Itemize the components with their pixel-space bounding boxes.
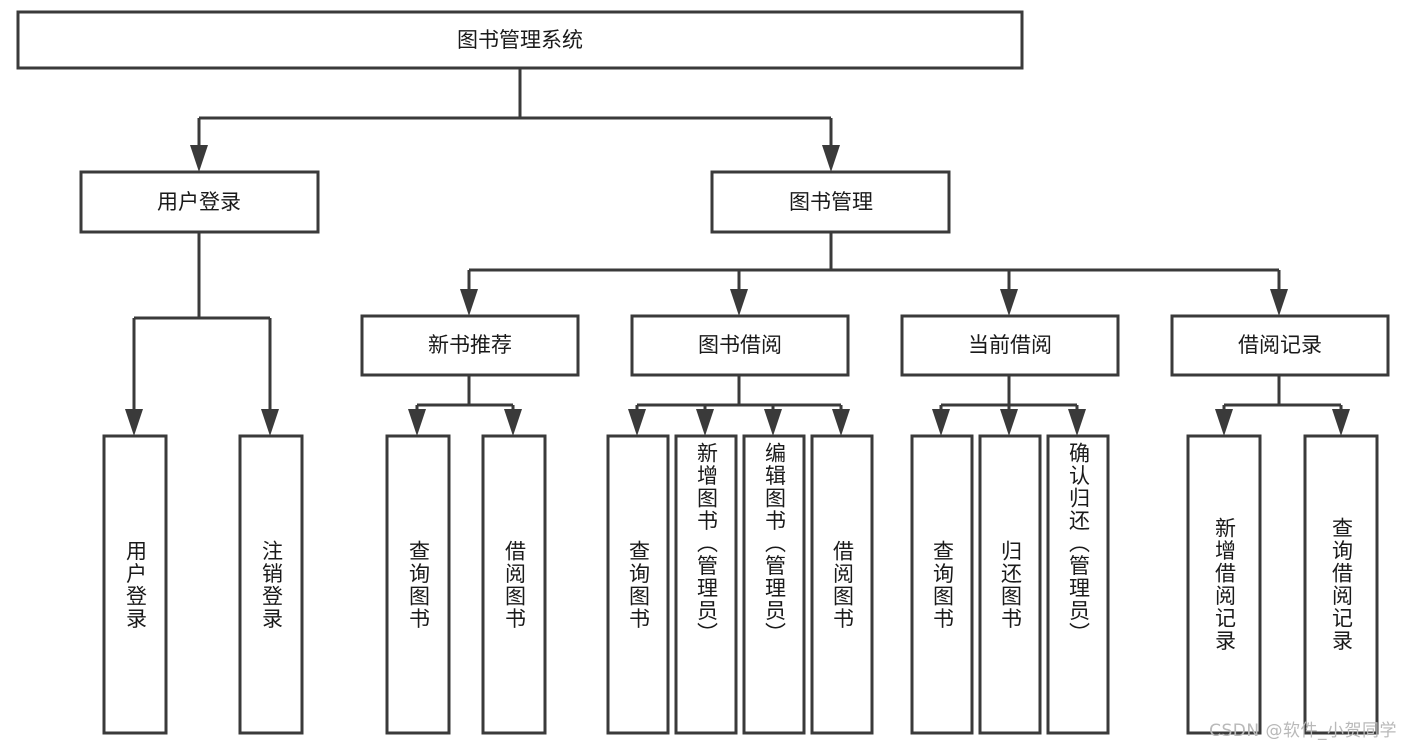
leaf-box-query-book-2[interactable]	[606, 434, 670, 735]
arrow-head-icon	[1068, 409, 1086, 436]
connector-group-book-manage	[460, 232, 1288, 316]
node-borrow-record[interactable]: 借阅记录	[1170, 314, 1390, 377]
arrow-head-icon	[1000, 409, 1018, 436]
node-current-borrow[interactable]: 当前借阅	[900, 314, 1120, 377]
arrow-head-icon	[408, 409, 426, 436]
connector-group-user-login	[125, 232, 279, 436]
leaf-box-query-book-3[interactable]	[910, 434, 974, 735]
node-user-login-box[interactable]	[79, 170, 320, 234]
arrow-head-icon	[460, 289, 478, 316]
node-book-manage-box[interactable]	[710, 170, 951, 234]
node-borrow-record-label: 借阅记录	[1238, 333, 1322, 357]
arrow-head-icon	[764, 409, 782, 436]
leaf-box-add-borrow-record[interactable]	[1186, 434, 1262, 735]
arrow-head-icon	[1215, 409, 1233, 436]
arrow-head-icon	[932, 409, 950, 436]
arrow-head-icon	[1000, 289, 1018, 316]
leaf-box-query-borrow-record[interactable]	[1303, 434, 1379, 735]
node-user-login[interactable]: 用户登录	[79, 170, 320, 234]
arrow-head-icon	[261, 409, 279, 436]
arrow-head-icon	[730, 289, 748, 316]
node-root-box[interactable]	[16, 10, 1024, 70]
arrow-head-icon	[125, 409, 143, 436]
node-current-borrow-label: 当前借阅	[968, 333, 1052, 357]
node-book-manage-label: 图书管理	[789, 190, 873, 214]
node-current-borrow-box[interactable]	[900, 314, 1120, 377]
connector-group-new-book-recommend	[408, 375, 522, 436]
node-new-book-recommend-box[interactable]	[360, 314, 580, 377]
arrow-head-icon	[1270, 289, 1288, 316]
arrow-head-icon	[1332, 409, 1350, 436]
node-user-login-label: 用户登录	[157, 190, 241, 214]
arrow-head-icon	[628, 409, 646, 436]
watermark-text: CSDN @软件_小贺同学	[1209, 721, 1397, 741]
node-book-borrow-label: 图书借阅	[698, 333, 782, 357]
leaf-box-return-book[interactable]	[978, 434, 1042, 735]
node-root[interactable]: 图书管理系统	[16, 10, 1024, 70]
leaf-box-query-book-1[interactable]	[385, 434, 451, 735]
leaf-box-borrow-book-1[interactable]	[481, 434, 547, 735]
arrow-head-icon	[822, 145, 840, 172]
arrow-head-icon	[504, 409, 522, 436]
node-new-book-recommend-label: 新书推荐	[428, 333, 512, 357]
node-book-borrow-box[interactable]	[630, 314, 850, 377]
leaf-box-confirm-return-admin[interactable]	[1046, 434, 1110, 735]
leaf-box-borrow-book-2[interactable]	[810, 434, 874, 735]
leaf-box-add-book-admin[interactable]	[674, 434, 738, 735]
connector-group-current-borrow	[932, 375, 1086, 436]
leaf-box-user-login[interactable]	[102, 434, 168, 735]
node-book-borrow[interactable]: 图书借阅	[630, 314, 850, 377]
node-borrow-record-box[interactable]	[1170, 314, 1390, 377]
connector-group-book-borrow	[628, 375, 850, 436]
arrow-head-icon	[190, 145, 208, 172]
connector-group-root	[190, 68, 840, 172]
node-root-label: 图书管理系统	[457, 28, 583, 52]
arrow-head-icon	[832, 409, 850, 436]
leaf-box-edit-book-admin[interactable]	[742, 434, 806, 735]
node-book-manage[interactable]: 图书管理	[710, 170, 951, 234]
node-new-book-recommend[interactable]: 新书推荐	[360, 314, 580, 377]
connector-group-borrow-record	[1215, 375, 1350, 436]
arrow-head-icon	[696, 409, 714, 436]
leaf-box-logout-login[interactable]	[238, 434, 304, 735]
